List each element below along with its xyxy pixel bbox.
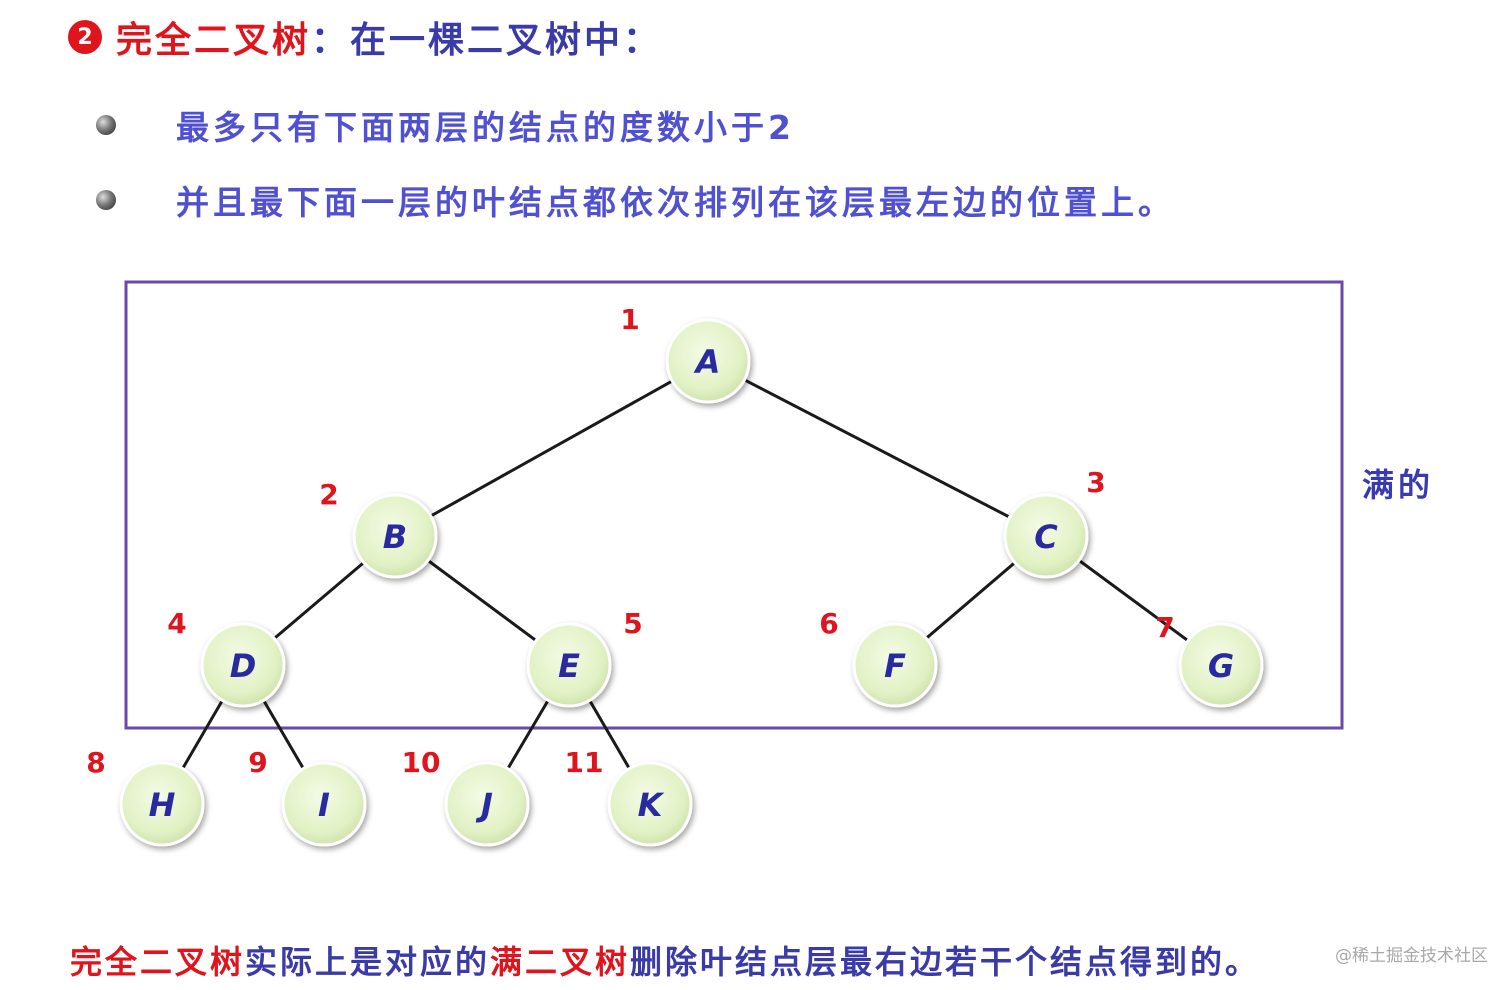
tree-node-d: D4: [167, 607, 286, 708]
tree-node-c: C3: [1003, 466, 1106, 579]
full-levels-box: [124, 280, 1344, 730]
node-circle: [352, 493, 438, 579]
node-number: 9: [248, 746, 267, 779]
tree-node-k: K 11: [565, 746, 693, 847]
node-circle: [1003, 493, 1089, 579]
tree-node-h: H8: [86, 746, 205, 847]
tree-node-b: B2: [319, 478, 438, 579]
heading-rest: ：在一棵二叉树中：: [311, 20, 663, 61]
bullet-item-2: 并且最下面一层的叶结点都依次排列在该层最左边的位置上。: [96, 175, 1175, 225]
full-levels-label: 满的: [1362, 466, 1435, 504]
node-number: 4: [167, 607, 186, 640]
node-number: 6: [819, 607, 838, 640]
tree-node-j: J10: [402, 746, 530, 847]
node-circle: [526, 622, 612, 708]
node-circle: [607, 761, 693, 847]
heading-term: 完全二叉树: [116, 20, 312, 61]
node-circle: [444, 761, 530, 847]
node-label: H: [149, 786, 176, 824]
node-label: C: [1034, 518, 1058, 556]
node-circle: [200, 622, 286, 708]
node-label: E: [558, 647, 580, 685]
tree-node-a: A1: [620, 303, 751, 404]
node-number: 3: [1086, 466, 1105, 499]
node-number: 5: [623, 607, 642, 640]
node-number: 10: [402, 746, 441, 779]
node-number: 7: [1155, 611, 1174, 644]
node-circle: [281, 761, 367, 847]
node-circle: [119, 761, 205, 847]
node-circle: [852, 622, 938, 708]
bullet-item-1: 最多只有下面两层的结点的度数小于2: [96, 100, 795, 150]
footer-segment-3: 满二叉树: [490, 943, 631, 981]
node-number: 1: [620, 303, 639, 336]
node-number: 8: [86, 746, 105, 779]
bullet-dot-icon: [96, 115, 116, 135]
node-number: 2: [319, 478, 338, 511]
tree-node-i: I9: [248, 746, 367, 847]
node-label: G: [1208, 647, 1234, 685]
bullet-text-1: 最多只有下面两层的结点的度数小于2: [176, 108, 795, 147]
node-circle: [665, 318, 751, 404]
bullet-text-2: 并且最下面一层的叶结点都依次排列在该层最左边的位置上。: [176, 183, 1175, 222]
tree-edges: [160, 359, 1222, 805]
node-label: D: [230, 647, 257, 685]
node-label: B: [383, 518, 407, 556]
footer-segment-2: 实际上是对应的: [245, 943, 491, 981]
tree-node-g: G7: [1155, 611, 1264, 708]
tree-edge-a-b: [394, 359, 709, 538]
watermark: @稀土掘金技术社区: [1335, 946, 1488, 966]
node-label: A: [693, 343, 721, 381]
footer-segment-4: 删除叶结点层最右边若干个结点得到的。: [630, 943, 1261, 981]
node-label: F: [884, 647, 906, 685]
tree-node-f: F6: [819, 607, 938, 708]
tree-node-e: E5: [526, 607, 643, 708]
footer-sentence: 完全二叉树 实际上是对应的 满二叉树 删除叶结点层最右边若干个结点得到的。: [70, 935, 1260, 985]
footer-segment-1: 完全二叉树: [70, 943, 246, 981]
tree-edge-a-c: [707, 359, 1047, 538]
node-label: K: [638, 786, 665, 824]
bullet-dot-icon: [96, 190, 116, 210]
node-label: I: [318, 786, 330, 824]
heading: 2 完全二叉树 ：在一棵二叉树中：: [68, 12, 662, 62]
node-circle: [1178, 622, 1264, 708]
heading-number-badge: 2: [68, 20, 102, 54]
node-number: 11: [565, 746, 604, 779]
